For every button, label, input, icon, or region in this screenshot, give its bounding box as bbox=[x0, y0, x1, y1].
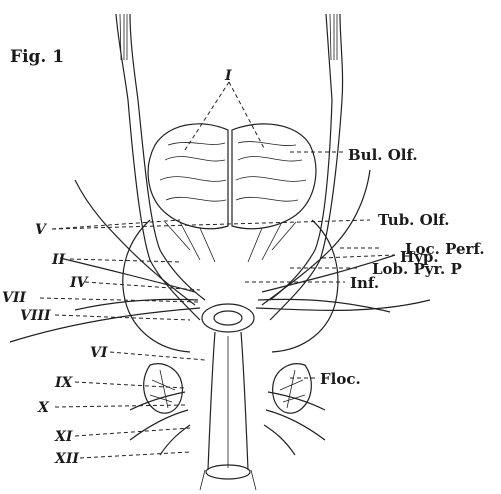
figure-label: Fig. 1 bbox=[10, 47, 64, 67]
flocculi bbox=[144, 364, 312, 413]
olfactory-bulbs bbox=[148, 124, 316, 229]
label-IX: IX bbox=[54, 375, 74, 391]
label-IV: IV bbox=[69, 275, 90, 291]
label-I: I bbox=[224, 68, 232, 84]
label-X: X bbox=[37, 400, 50, 416]
label-V: V bbox=[35, 222, 48, 238]
label-II: II bbox=[51, 252, 66, 268]
leader-lines bbox=[40, 82, 395, 458]
label-VI: VI bbox=[90, 345, 108, 361]
label-hyp: Hyp. bbox=[400, 248, 439, 266]
label-VII: VII bbox=[2, 290, 26, 306]
label-XI: XI bbox=[54, 429, 73, 445]
label-XII: XII bbox=[54, 451, 79, 467]
olfactory-tracts bbox=[116, 14, 343, 320]
label-tub-olf: Tub. Olf. bbox=[378, 211, 450, 229]
medulla bbox=[200, 332, 256, 490]
label-floc: Floc. bbox=[320, 370, 361, 388]
hypophysis-inner bbox=[214, 311, 242, 325]
hypophysis bbox=[202, 304, 254, 332]
label-bul-olf: Bul. Olf. bbox=[348, 146, 418, 164]
label-inf: Inf. bbox=[350, 274, 379, 292]
label-VIII: VIII bbox=[20, 308, 51, 324]
